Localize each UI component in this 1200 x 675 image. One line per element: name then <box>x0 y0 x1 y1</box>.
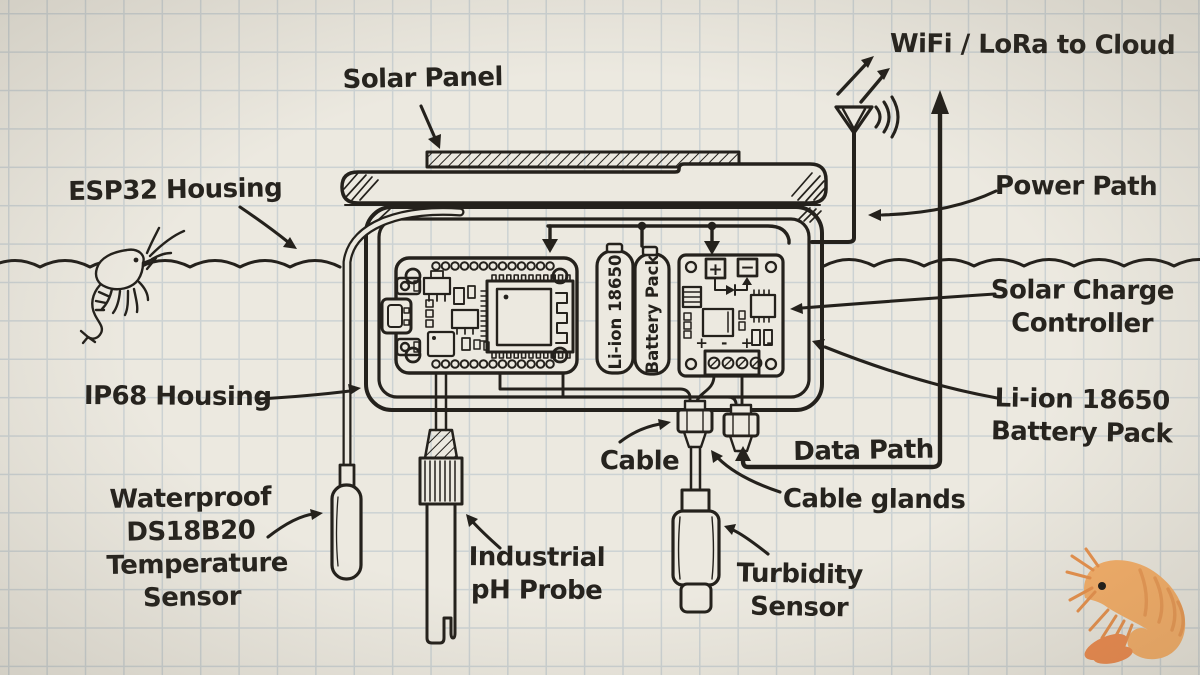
turbidity-arrow <box>731 528 770 556</box>
housing-lid <box>340 162 828 205</box>
power-bus-arrowhead-esp32 <box>542 239 558 253</box>
cable-glands-arrow <box>716 456 782 494</box>
label-battery-pack: Li-ion 18650 Battery Pack <box>990 383 1173 450</box>
battery-cell-left-label: Li-ion 18650 <box>606 255 625 370</box>
battery-connector <box>823 345 999 400</box>
junction-dot <box>707 221 717 231</box>
solar-panel <box>425 150 741 169</box>
label-connectors <box>238 104 999 556</box>
cable-arrow <box>618 422 662 444</box>
esp32-board <box>380 256 579 375</box>
temp-cable <box>342 206 465 471</box>
turbidity-sensor <box>671 445 721 614</box>
temp-probe-shading <box>335 496 339 567</box>
radio-waves-icon <box>874 95 900 139</box>
cable-gland-left <box>676 399 714 449</box>
minus-terminal-box <box>736 257 759 278</box>
power-bus-arrowhead-controller <box>704 241 720 255</box>
shrimp-cartoon <box>1065 547 1186 664</box>
controller-plus-mark: + <box>708 260 722 280</box>
esp32-module <box>480 274 575 359</box>
label-cable-glands: Cable glands <box>782 483 966 516</box>
label-cable: Cable <box>599 445 680 477</box>
data-path-line <box>735 90 949 470</box>
label-power-path: Power Path <box>994 170 1158 203</box>
esp32-housing-arrow <box>238 205 290 244</box>
internal-wires <box>498 371 744 409</box>
lid-hatch-marks <box>343 172 826 202</box>
ip68-housing-arrow <box>256 389 352 401</box>
wifi-signal-arrows <box>836 56 890 104</box>
shrimp-tail-fan <box>1084 633 1133 664</box>
terminal-block <box>703 349 763 377</box>
ph-probe-arrow <box>470 519 502 550</box>
housing-body-outer <box>364 205 824 412</box>
antenna-icon <box>810 105 874 244</box>
label-ip68-housing: IP68 Housing <box>83 380 272 413</box>
controller-minus-mark: − <box>740 258 754 278</box>
shrimp-sketch <box>79 226 186 345</box>
terminal-polarity-marks: + - + - <box>695 334 776 352</box>
shrimp-eye <box>1098 582 1106 590</box>
cable-gland-right <box>722 403 760 453</box>
solar-panel-arrow <box>419 104 437 140</box>
label-esp32-housing: ESP32 Housing <box>68 173 283 207</box>
label-ph-probe: Industrial pH Probe <box>468 542 606 607</box>
controller-components <box>681 285 777 346</box>
waterline-right <box>822 258 1200 268</box>
body-hatch-marks <box>369 207 822 223</box>
junction-dot <box>637 221 647 231</box>
temp-sensor-arrow <box>266 512 316 539</box>
charge-controller-board <box>677 253 785 378</box>
scc-connector <box>800 292 997 310</box>
power-bus <box>546 224 791 248</box>
waterline-left <box>0 259 342 269</box>
label-turbidity-sensor: Turbidity Sensor <box>736 558 864 624</box>
label-wifi-lora-to-cloud: WiFi / LoRa to Cloud <box>889 28 1176 61</box>
esp32-buttons <box>395 276 422 357</box>
ic-8pin <box>749 293 777 319</box>
label-data-path: Data Path <box>793 434 935 467</box>
module-antenna-meander <box>555 292 568 344</box>
micro-usb-connector <box>380 297 413 335</box>
temp-probe <box>330 483 363 581</box>
label-solar-panel: Solar Panel <box>342 62 504 95</box>
power-path-connector <box>880 189 998 217</box>
esp32-pin-rows <box>431 261 555 369</box>
battery-pack <box>595 242 671 376</box>
diode-circuit <box>714 277 752 296</box>
label-temperature-sensor: Waterproof DS18B20 Temperature Sensor <box>106 482 289 614</box>
temp-probe-ferrule <box>338 463 356 488</box>
label-solar-charge-controller: Solar Charge Controller <box>990 275 1175 340</box>
ph-probe <box>418 371 464 645</box>
battery-cell-right-label: Battery Pack <box>643 254 662 374</box>
